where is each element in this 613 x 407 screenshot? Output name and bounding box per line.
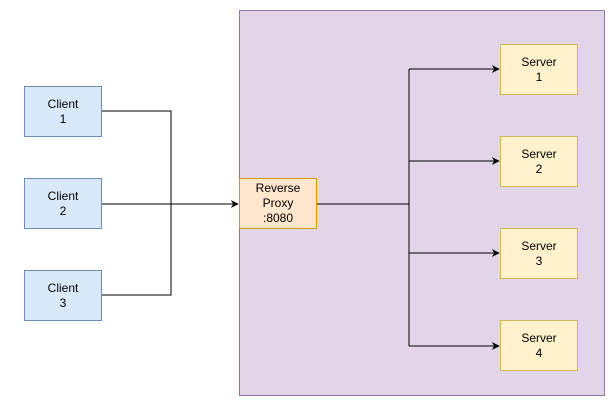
client-1-node: Client 1 [24,86,102,137]
server-4-node: Server 4 [500,320,578,371]
reverse-proxy-node: Reverse Proxy :8080 [239,178,317,229]
server-3-node: Server 3 [500,228,578,279]
server-2-node: Server 2 [500,136,578,187]
server-1-node: Server 1 [500,44,578,95]
edge-client-1-to-proxy [102,110,172,204]
client-2-node: Client 2 [24,178,102,229]
client-3-node: Client 3 [24,270,102,321]
edge-client-3-to-proxy [102,204,172,296]
